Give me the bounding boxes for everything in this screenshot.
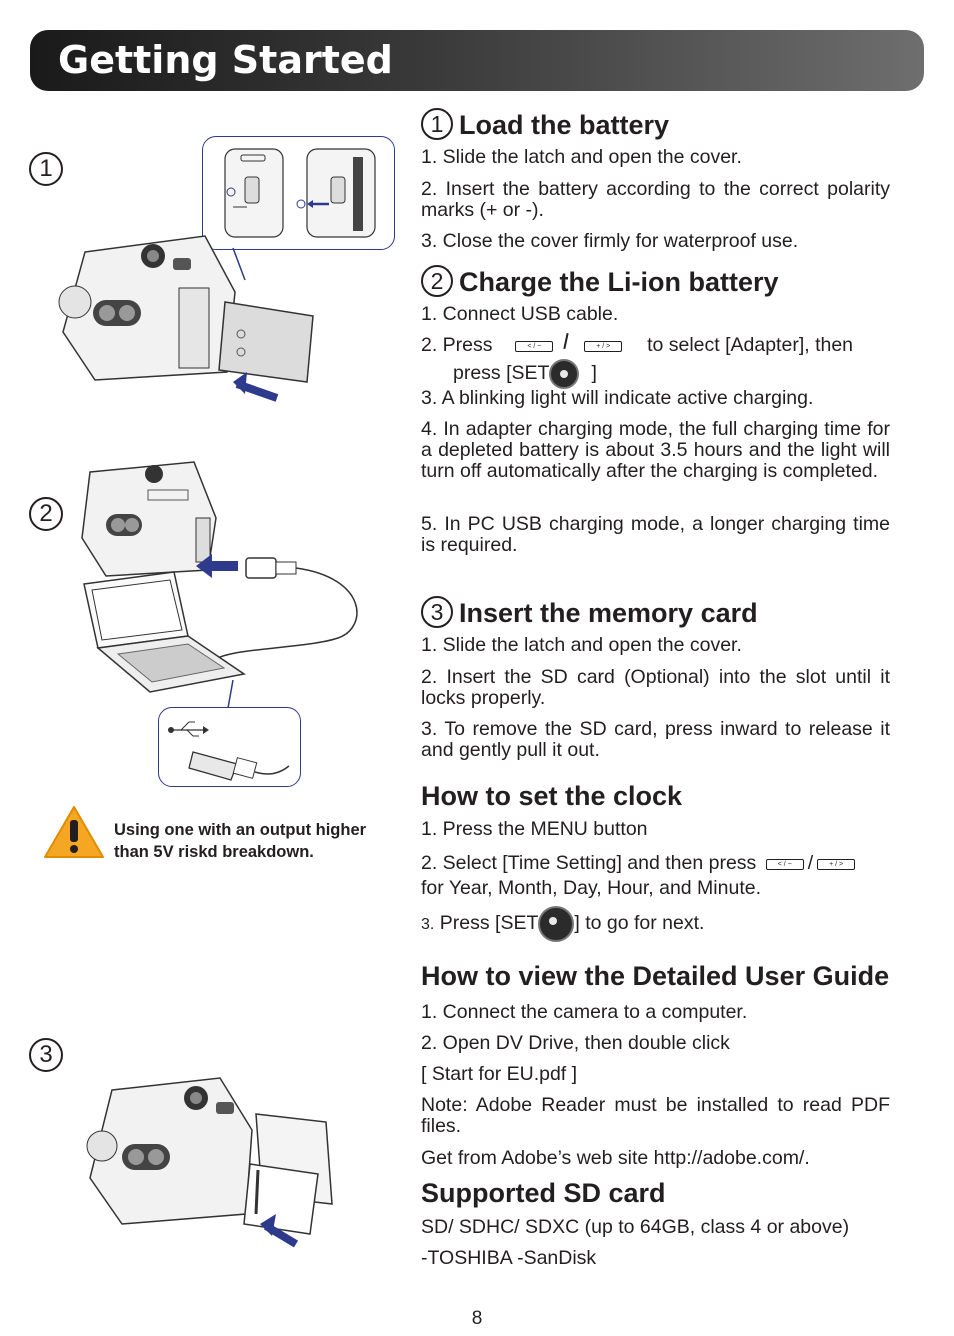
page-title: Getting Started xyxy=(58,38,393,82)
usb-charging-illustration xyxy=(81,461,358,709)
list-item: 3. To remove the SD card, press inward t… xyxy=(421,718,890,761)
list-item: 2. Open DV Drive, then double click xyxy=(421,1032,730,1054)
right-plus-button-icon: + / > xyxy=(584,341,623,352)
set-small-icon xyxy=(563,332,575,351)
list-item: Note: Adobe Reader must be installed to … xyxy=(421,1094,890,1137)
list-item: 2. Insert the SD card (Optional) into th… xyxy=(421,666,890,709)
section-title-text: Load the battery xyxy=(459,110,670,140)
usb-plug-illustration xyxy=(168,721,290,781)
left-minus-button-icon: < / − xyxy=(765,859,804,870)
list-item-select: 2. Select [Time Setting] and then press … xyxy=(421,853,890,874)
list-text: press [SET xyxy=(453,362,550,385)
set-button-icon xyxy=(538,906,575,942)
list-item-press-set: 3. Press [SET ] to go for next. xyxy=(421,906,890,942)
section-number: 2 xyxy=(421,265,453,297)
list-item: 1. Connect the camera to a computer. xyxy=(421,1001,748,1023)
list-item: 1. Slide the latch and open the cover. xyxy=(421,634,742,656)
warning-text: Using one with an output higher than 5V … xyxy=(114,821,367,861)
list-item: 2. Insert the battery according to the c… xyxy=(421,178,890,221)
list-item: [ Start for EU.pdf ] xyxy=(421,1063,578,1085)
latch-closeup-illustration xyxy=(224,148,376,238)
list-number: 3. xyxy=(421,916,435,934)
section-title-clock: How to set the clock xyxy=(421,781,683,811)
page-number: 8 xyxy=(471,1308,483,1329)
section-title-text: Insert the memory card xyxy=(459,598,758,628)
list-text: / xyxy=(807,852,814,874)
list-item: 3. Close the cover firmly for waterproof… xyxy=(421,230,799,252)
list-text: 2. Press xyxy=(421,334,493,356)
list-item: 5. In PC USB charging mode, a longer cha… xyxy=(421,513,890,556)
list-item: 4. In adapter charging mode, the full ch… xyxy=(421,418,890,482)
list-item-press-set: press [SET] xyxy=(453,359,893,389)
list-item: 1. Connect USB cable. xyxy=(421,303,619,325)
list-item: 1. Slide the latch and open the cover. xyxy=(421,146,742,168)
left-minus-button-icon: < / − xyxy=(515,341,554,352)
list-item: 1. Press the MENU button xyxy=(421,818,648,840)
list-item: SD/ SDHC/ SDXC (up to 64GB, class 4 or a… xyxy=(421,1216,850,1238)
set-button-icon xyxy=(549,359,580,389)
battery-latch-callout xyxy=(202,136,395,250)
list-item: 3. A blinking light will indicate active… xyxy=(421,387,814,409)
right-plus-button-icon: + / > xyxy=(817,859,856,870)
step-marker-3: 3 xyxy=(29,1038,63,1072)
section-title-user-guide: How to view the Detailed User Guide xyxy=(421,961,890,991)
camera-battery-illustration xyxy=(58,235,314,402)
section-number: 1 xyxy=(421,108,453,140)
list-text: Press [SET xyxy=(439,912,539,935)
header-banner: Getting Started xyxy=(30,30,924,91)
step-marker-2: 2 xyxy=(29,497,63,531)
step-marker-1: 1 xyxy=(29,152,63,186)
section-title-sd-card: Supported SD card xyxy=(421,1178,666,1208)
list-text: ] to go for next. xyxy=(574,912,705,935)
list-text: to select [Adapter], then xyxy=(647,334,854,356)
list-item: Get from Adobe’s web site http://adobe.c… xyxy=(421,1147,810,1169)
list-item: -TOSHIBA -SanDisk xyxy=(421,1247,597,1269)
list-text: ] xyxy=(591,362,597,385)
list-text: 2. Select [Time Setting] and then press xyxy=(421,852,757,874)
usb-connector-callout xyxy=(158,707,301,787)
section-number: 3 xyxy=(421,596,453,628)
warning-triangle-icon xyxy=(44,806,104,858)
sd-card-illustration xyxy=(86,1077,333,1248)
list-item-press: 2. Press < / − + / > to select [Adapter]… xyxy=(421,332,890,356)
section-title-text: Charge the Li-ion battery xyxy=(459,267,779,297)
list-item: for Year, Month, Day, Hour, and Minute. xyxy=(421,877,762,899)
